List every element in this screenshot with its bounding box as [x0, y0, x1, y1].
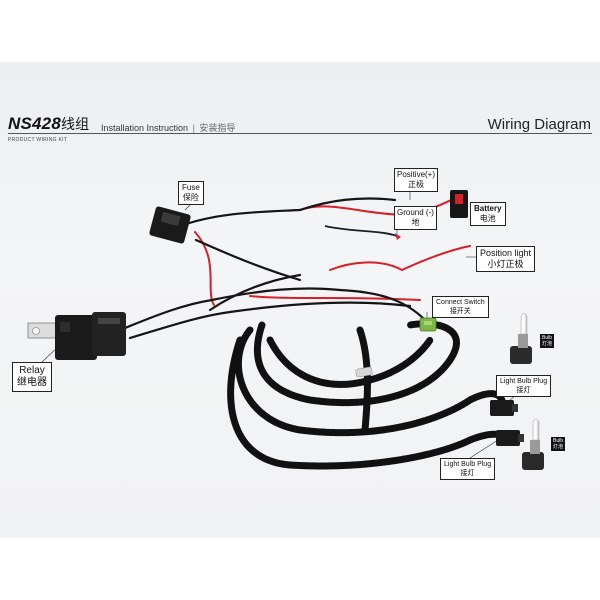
model-number: NS428 [8, 114, 61, 133]
bulb-plug-top-tab [512, 404, 518, 412]
wire-fuse-loom [194, 238, 302, 282]
bulb-plug-bottom-leader [469, 439, 499, 459]
conduit-loops [227, 320, 512, 470]
bulb-plug-top-body [490, 400, 514, 416]
bulb-bottom-collar [530, 440, 540, 454]
instruction-heading: Installation Instruction | 安装指导 [101, 121, 235, 134]
label-bulb-top: Bulb 灯泡 [540, 334, 555, 348]
wire-switch [338, 288, 427, 322]
battery-terminal [450, 190, 468, 218]
wire-relay-loom-b [128, 301, 412, 340]
fuse-holder-cap [160, 212, 181, 226]
label-bulb-plug-top: Light Bulb Plug 接灯 [496, 375, 552, 397]
bulb-bottom-glass [532, 418, 540, 441]
relay-socket-slot [98, 318, 120, 324]
label-relay: Relay 继电器 [12, 362, 52, 392]
header-rule [8, 133, 592, 134]
fuse-holder [149, 206, 191, 244]
label-battery-en: Battery [474, 204, 502, 213]
bulb-plug-bottom-tab [518, 434, 524, 442]
label-ground-cn: 地 [411, 218, 420, 227]
page-title: Wiring Diagram [487, 116, 591, 133]
model-cn: 线组 [60, 116, 90, 132]
battery-clip-red [455, 194, 463, 204]
bulb-top [510, 312, 532, 364]
fuse-holder-body [149, 206, 191, 244]
model-title: NS428线组 [8, 114, 89, 134]
label-battery: Battery 电池 [470, 202, 506, 226]
label-fuse-cn: 保险 [182, 193, 199, 202]
relay-mount-hole [32, 327, 40, 335]
conduit-loop-outer-top [234, 326, 507, 437]
ground-wire [324, 225, 398, 237]
instruction-separator: | [192, 123, 195, 133]
bulb-plug-bottom-body [496, 430, 520, 446]
product-subtitle: PRODUCT WIRING KIT [8, 137, 68, 143]
wire-loom-upper [208, 273, 302, 312]
wire-fuse-battery [178, 197, 397, 228]
label-positive-en: Positive(+) [397, 170, 436, 179]
label-bulb-top-cn: 灯泡 [542, 341, 553, 347]
red-wire-position-light [329, 245, 471, 272]
label-relay-en: Relay [19, 365, 45, 376]
label-ground: Ground (-) 地 [394, 206, 437, 230]
label-bulb-plug-bottom-cn: 接灯 [460, 470, 475, 477]
ground-terminal [395, 233, 401, 240]
switch-connector-latch [424, 321, 432, 325]
cable-tie [355, 366, 373, 378]
label-position-light-en: Position light [480, 248, 532, 258]
label-bulb-plug-bottom-en: Light Bulb Plug [444, 461, 492, 468]
wire-relay-loom-a [118, 287, 342, 332]
label-bulb-bottom-cn: 灯泡 [553, 444, 564, 450]
conduit-loop-outer-bottom [227, 336, 512, 470]
conduit-loop-center [266, 336, 434, 388]
label-position-light: Position light 小灯正极 [476, 246, 536, 272]
black-harness-wires [118, 197, 427, 340]
bulb-top-collar [518, 334, 528, 348]
relay [27, 312, 126, 360]
bulb-bottom-base [522, 452, 544, 470]
bulb-bottom [522, 418, 544, 470]
label-position-light-cn: 小灯正极 [487, 259, 524, 269]
label-fuse-en: Fuse [182, 183, 200, 192]
label-fuse: Fuse 保险 [178, 181, 204, 205]
label-relay-cn: 继电器 [17, 377, 47, 388]
label-connect-switch-cn: 接开关 [449, 308, 471, 315]
bulb-top-glass [520, 312, 528, 335]
conduit-loop-vertical [356, 326, 371, 434]
conduit-loop-inner [253, 320, 460, 407]
label-connect-switch: Connect Switch 接开关 [432, 296, 489, 318]
label-bulb-plug-top-en: Light Bulb Plug [500, 378, 548, 385]
label-bulb-top-en: Bulb [542, 335, 553, 341]
label-battery-cn: 电池 [479, 214, 496, 223]
label-ground-en: Ground (-) [397, 208, 434, 217]
bulb-plug-bottom [496, 430, 524, 446]
label-positive-cn: 正极 [408, 180, 424, 189]
switch-connector [419, 317, 437, 332]
instruction-cn: 安装指导 [199, 123, 236, 133]
label-bulb-bottom: Bulb 灯泡 [551, 437, 566, 451]
instruction-en: Installation Instruction [101, 123, 189, 133]
relay-body [55, 315, 97, 360]
label-connect-switch-en: Connect Switch [436, 299, 485, 306]
bulb-top-base [510, 346, 532, 364]
relay-marking [60, 322, 70, 332]
diagram-background [0, 62, 600, 538]
label-bulb-plug-bottom: Light Bulb Plug 接灯 [440, 458, 496, 480]
label-bulb-plug-top-cn: 接灯 [516, 387, 531, 394]
label-positive: Positive(+) 正极 [394, 168, 439, 192]
bulb-plug-top [490, 400, 518, 416]
label-bulb-bottom-en: Bulb [553, 438, 564, 444]
